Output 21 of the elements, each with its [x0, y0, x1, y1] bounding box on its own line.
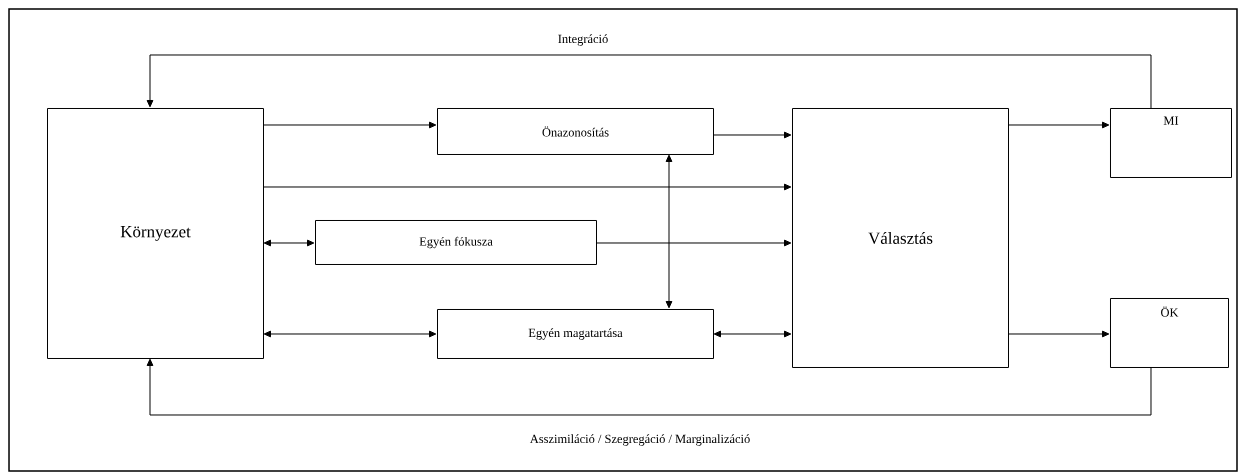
arrow — [713, 330, 792, 338]
arrow — [665, 154, 673, 309]
edge-label: Integráció — [556, 33, 610, 47]
arrow — [1007, 121, 1110, 129]
edge-label: Asszimiláció / Szegregáció / Marginalizáció — [528, 433, 752, 447]
arrow — [146, 358, 1152, 416]
process-box: Környezet — [47, 108, 264, 359]
arrow — [1007, 330, 1110, 338]
arrow — [263, 239, 315, 247]
arrow — [262, 121, 437, 129]
process-box: Egyén fókusza — [315, 220, 597, 265]
arrow — [263, 330, 437, 338]
process-box: MI — [1110, 108, 1232, 178]
arrow — [595, 239, 792, 247]
arrow — [712, 131, 792, 139]
process-box: Választás — [792, 108, 1009, 368]
process-box: Egyén magatartása — [437, 309, 714, 359]
arrow — [262, 183, 792, 191]
arrow — [146, 54, 1152, 109]
process-box: Önazonosítás — [437, 108, 714, 155]
process-box: ÖK — [1110, 298, 1229, 368]
